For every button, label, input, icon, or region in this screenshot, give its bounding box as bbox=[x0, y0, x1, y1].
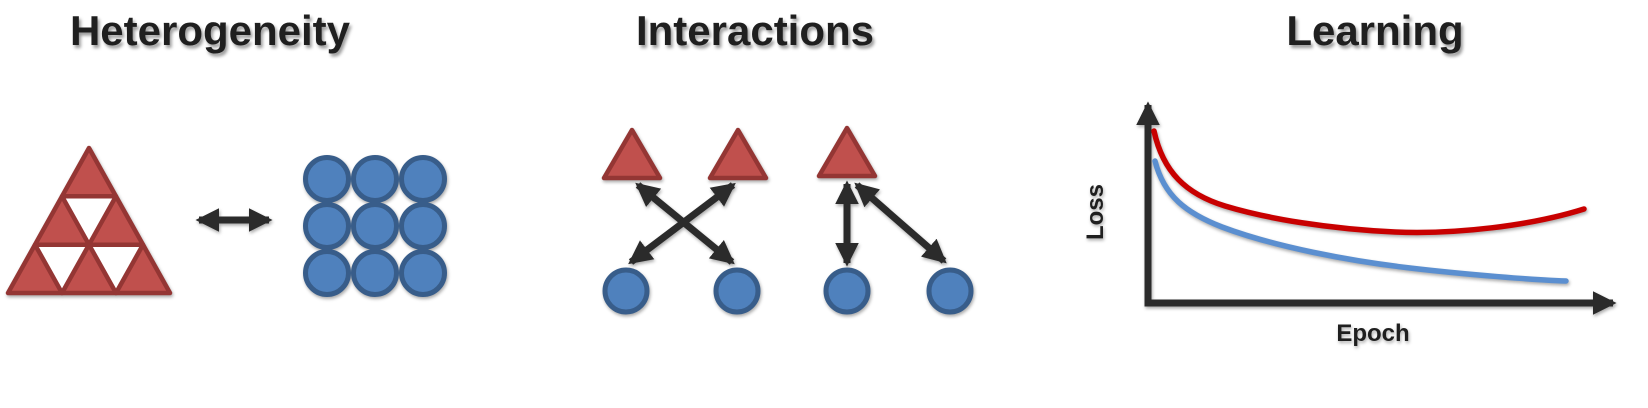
interaction-arrow bbox=[628, 182, 736, 265]
grid-circle bbox=[351, 155, 399, 203]
white-down-triangle bbox=[86, 242, 146, 296]
grid-circle bbox=[351, 202, 399, 250]
circle-grid-icon bbox=[303, 155, 447, 297]
white-down-triangle bbox=[32, 242, 92, 296]
agent-triangle bbox=[707, 127, 769, 181]
heterogeneity-title: Heterogeneity bbox=[69, 7, 351, 54]
interactions-title: Interactions bbox=[635, 7, 875, 54]
grid-circle bbox=[399, 202, 447, 250]
grid-circle bbox=[303, 249, 351, 297]
white-down-triangle bbox=[59, 194, 119, 247]
learning-title: Learning bbox=[1286, 7, 1464, 54]
interactions-graphic bbox=[601, 125, 974, 315]
agent-triangle bbox=[601, 127, 663, 181]
heterogeneity-graphic bbox=[5, 145, 447, 297]
agent-triangle bbox=[816, 125, 878, 179]
interaction-group-fanout bbox=[816, 125, 974, 315]
x-axis-label: Epoch bbox=[1336, 320, 1409, 347]
grid-circle bbox=[303, 155, 351, 203]
interaction-group-crossed bbox=[601, 127, 769, 315]
agent-circle bbox=[926, 267, 974, 315]
grid-circle bbox=[399, 249, 447, 297]
grid-circle bbox=[399, 155, 447, 203]
fractal-triangle-icon bbox=[5, 145, 173, 296]
agent-circle bbox=[602, 267, 650, 315]
grid-circle bbox=[303, 202, 351, 250]
agent-circle bbox=[713, 267, 761, 315]
chart-axes bbox=[1136, 101, 1617, 315]
blue-loss-curve bbox=[1152, 158, 1569, 284]
y-axis-label: Loss bbox=[1082, 184, 1109, 240]
red-loss-curve bbox=[1151, 128, 1587, 236]
learning-chart: Loss Epoch bbox=[1082, 101, 1617, 347]
interaction-arrow bbox=[854, 182, 947, 264]
agent-circle bbox=[823, 267, 871, 315]
grid-circle bbox=[351, 249, 399, 297]
